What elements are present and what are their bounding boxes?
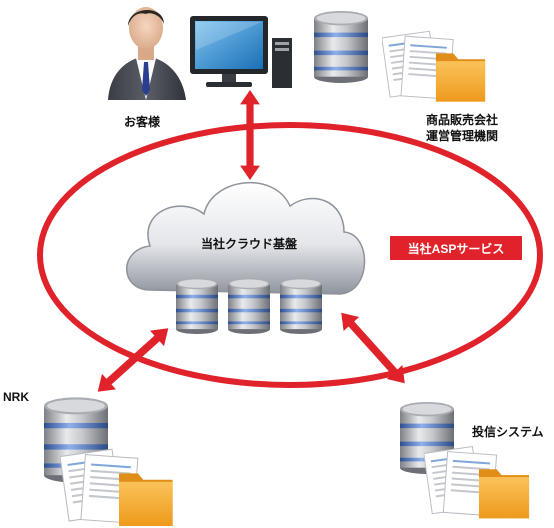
operator-label: 商品販売会社 運営管理機関 <box>426 112 498 144</box>
cloud-icon <box>126 182 366 295</box>
database-server-icon <box>176 278 218 334</box>
cloud-label: 当社クラウド基盤 <box>201 237 298 251</box>
customer-label: お客様 <box>124 115 161 129</box>
nrk-label: NRK <box>3 390 29 404</box>
document-folder-icon <box>60 448 174 527</box>
document-folder-icon <box>382 30 486 103</box>
operator-label-line2: 運営管理機関 <box>426 129 499 143</box>
operator-label-line1: 商品販売会社 <box>426 113 499 127</box>
double-arrow-icon <box>90 320 176 400</box>
asp-service-badge: 当社ASPサービス <box>390 236 522 260</box>
database-server-icon <box>314 11 368 83</box>
trust-system-label: 投信システム <box>472 425 544 439</box>
businessman-icon <box>108 7 186 100</box>
service-ring <box>37 122 543 388</box>
document-folder-icon <box>424 446 530 519</box>
database-server-icon <box>228 278 270 334</box>
database-server-icon <box>280 278 322 334</box>
double-arrow-icon <box>240 90 260 180</box>
desktop-computer-icon <box>190 16 292 88</box>
